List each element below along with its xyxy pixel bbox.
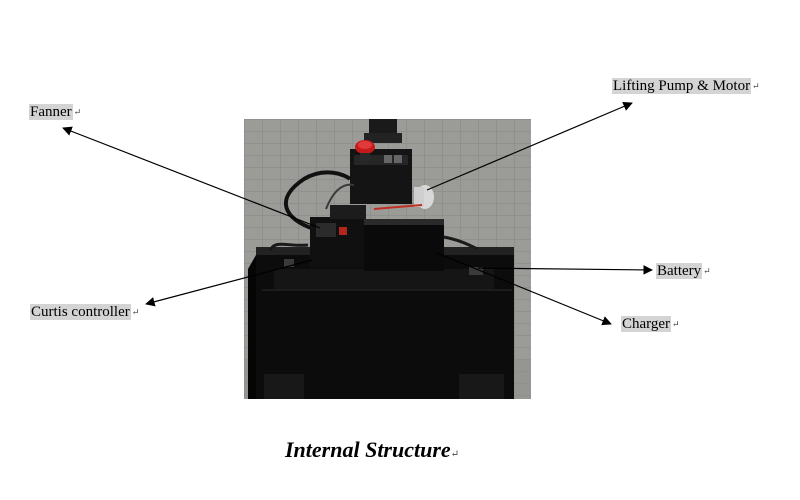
curtis-controller-label-text: Curtis controller [30,304,131,320]
charger-arrow [436,252,612,326]
paragraph-mark: ↵ [73,107,82,118]
battery-arrow [477,265,653,275]
fanner-label: Fanner↵ [29,104,81,121]
paragraph-mark: ↵ [703,266,711,277]
paragraph-mark: ↵ [131,307,140,318]
paragraph-mark: ↵ [752,81,760,92]
fanner-label-text: Fanner [29,104,73,120]
battery-label: Battery↵ [656,263,711,280]
curtis-controller-label: Curtis controller↵ [30,304,139,321]
charger-label: Charger↵ [621,316,680,333]
lifting-pump-motor-label: Lifting Pump & Motor↵ [612,78,760,95]
fanner-arrow [62,126,321,229]
lifting-pump-motor-label-text: Lifting Pump & Motor [612,78,752,94]
battery-label-text: Battery [656,263,703,279]
paragraph-mark: ↵ [672,319,680,330]
paragraph-mark: ↵ [450,449,460,460]
curtis-arrow [145,259,313,307]
caption-text: Internal Structure [285,437,451,462]
caption: Internal Structure↵ [285,437,459,463]
charger-label-text: Charger [621,316,672,332]
lifting-arrow [426,101,633,191]
